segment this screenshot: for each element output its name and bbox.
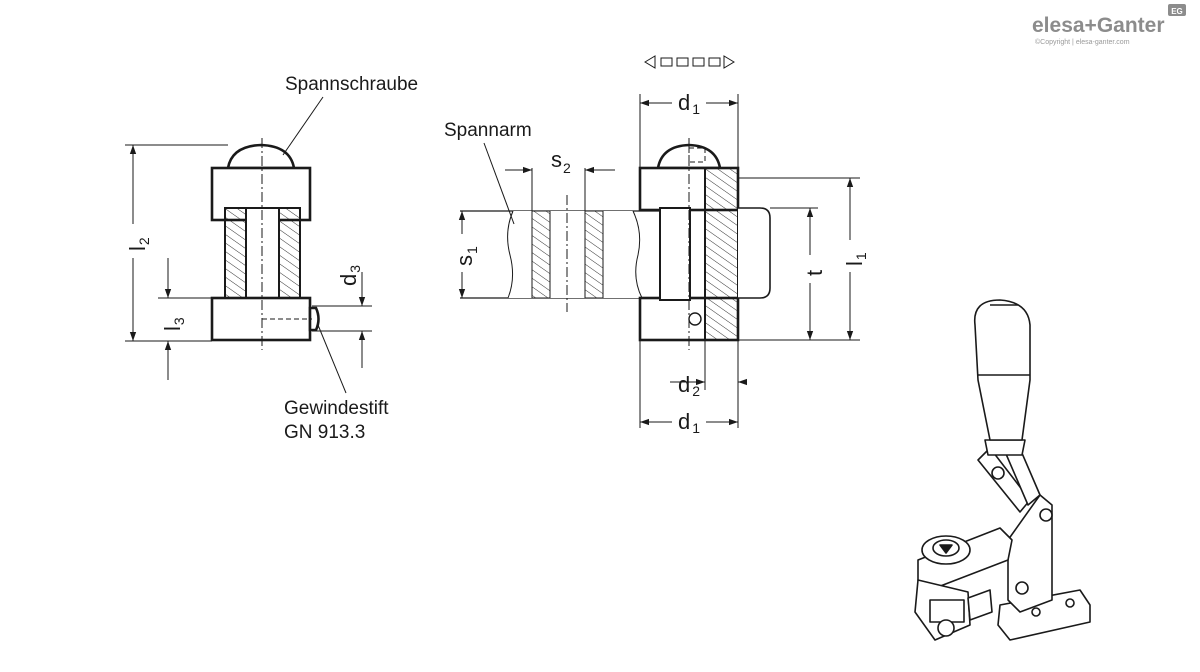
- arm-break-line-right: [632, 210, 643, 299]
- arm-break-line-left: [507, 210, 514, 299]
- clamp-pivot-1: [1039, 508, 1053, 522]
- clamp-lower-block: [929, 599, 965, 623]
- dim-s1-text: s1: [452, 246, 480, 266]
- brand-logo: elesa+Ganter EG ©Copyright | elesa-gante…: [1032, 4, 1186, 46]
- clamp-set-screw: [937, 619, 955, 637]
- leader-spannarm: [483, 142, 515, 225]
- toggle-clamp-illustration: [914, 299, 1091, 641]
- dim-l2-text: l2: [125, 237, 152, 251]
- clamp-nut: [967, 589, 993, 621]
- left-view-screw: Spannschraube l2 l3 d3 Gewindestift GN 9…: [125, 74, 418, 443]
- label-spannarm: Spannarm: [444, 120, 532, 141]
- clamp-handle-grip: [973, 299, 1031, 441]
- leader-spannschraube: [282, 96, 324, 156]
- clamp-base-hole-2: [1065, 598, 1075, 608]
- clamp-handle-collar: [984, 439, 1026, 456]
- logo-badge: [1168, 4, 1186, 16]
- screw-dome: [226, 143, 296, 170]
- label-spannschraube: Spannschraube: [285, 74, 418, 95]
- logo-copyright: ©Copyright | elesa-ganter.com: [1035, 38, 1130, 46]
- dim-l1-text: l1: [842, 252, 869, 266]
- dim-l3-text: l3: [160, 317, 187, 331]
- clamp-link-pin: [991, 466, 1005, 480]
- leader-gewindestift: [317, 324, 347, 394]
- set-screw-tip: [308, 306, 320, 332]
- label-gewindestift: Gewindestift: [284, 398, 389, 419]
- arm-break: [507, 211, 642, 298]
- clamp-hex-socket: [939, 544, 953, 554]
- right-view-assembly: Spannarm s2 s1: [444, 55, 869, 436]
- dim-s2-text: s2: [551, 147, 571, 176]
- label-gn-913-3: GN 913.3: [284, 422, 365, 443]
- arm-section-right: [584, 210, 604, 299]
- clamp-base-hole-1: [1031, 607, 1041, 617]
- assembly-bushing-collar: [738, 207, 771, 299]
- dim-d3-text: d3: [336, 265, 363, 286]
- logo-badge-text: EG: [1171, 7, 1183, 16]
- arm-section-left: [531, 210, 551, 299]
- assembly-hex-socket: [688, 147, 706, 163]
- assembly-shaft: [659, 207, 691, 301]
- assembly-section: [704, 167, 739, 341]
- clamp-pivot-2: [1015, 581, 1029, 595]
- logo-text: elesa+Ganter: [1032, 14, 1165, 37]
- assembly-set-screw: [688, 312, 702, 326]
- dim-t-text: t: [802, 270, 827, 276]
- direction-arrows-icon: [644, 55, 735, 69]
